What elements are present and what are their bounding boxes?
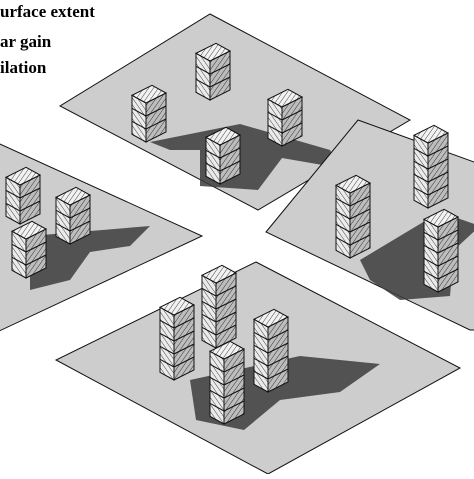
block-north-left-roof xyxy=(130,84,168,104)
block-east-left xyxy=(334,174,372,259)
west-plate-shadow xyxy=(30,226,150,290)
block-east-front-floor-line xyxy=(423,255,459,267)
block-east-left-floor-line xyxy=(335,195,371,207)
block-south-right-roof xyxy=(252,308,290,328)
block-east-top-floor-line xyxy=(413,158,449,170)
block-north-left-floor-line xyxy=(131,105,167,117)
block-west-back-floor-line xyxy=(5,200,41,212)
legend-line-surface-extent: urface extent xyxy=(0,2,95,21)
block-east-top-floor-line xyxy=(413,145,449,157)
block-south-front xyxy=(208,340,246,425)
block-east-front-roof xyxy=(422,208,460,228)
block-south-top-roof xyxy=(200,264,238,284)
block-south-right-floor-line xyxy=(253,342,289,354)
block-east-left-right-face xyxy=(349,182,371,259)
block-south-front-floor-line xyxy=(209,400,245,412)
block-east-left-floor-line xyxy=(335,234,371,246)
block-north-front xyxy=(204,126,242,185)
block-south-right-left-face xyxy=(253,318,269,393)
block-east-top-left-face xyxy=(413,134,429,209)
block-east-top-floor-line xyxy=(413,171,449,183)
block-south-right-floor-line xyxy=(253,368,289,380)
block-south-left-left-face xyxy=(159,306,175,381)
block-north-left-floor-line xyxy=(131,118,167,130)
block-west-right-floor-line xyxy=(55,220,91,232)
block-south-top-floor-line xyxy=(201,298,237,310)
block-south-left-floor-line xyxy=(159,343,195,355)
block-east-front-floor-line xyxy=(423,242,459,254)
block-north-top-floor-line xyxy=(195,76,231,88)
block-west-front-roof xyxy=(10,220,48,240)
block-south-left-floor-line xyxy=(159,317,195,329)
block-south-front-roof xyxy=(208,340,246,360)
block-north-left xyxy=(130,84,168,143)
block-east-front-floor-line xyxy=(423,268,459,280)
block-west-back xyxy=(4,166,42,225)
east-plate xyxy=(265,119,474,331)
block-south-top-right-face xyxy=(215,272,237,349)
block-east-top-right-face xyxy=(427,132,449,209)
block-south-right-floor-line xyxy=(253,355,289,367)
block-east-left-left-face xyxy=(335,184,351,259)
block-west-front-floor-line xyxy=(11,254,47,266)
block-south-top-floor-line xyxy=(201,311,237,323)
block-south-right-right-face xyxy=(267,316,289,393)
block-east-top-floor-line xyxy=(413,184,449,196)
west-plate xyxy=(0,143,204,332)
north-plate xyxy=(58,13,412,211)
block-south-front-left-face xyxy=(209,350,225,425)
block-north-top-floor-line xyxy=(195,63,231,75)
south-plate xyxy=(54,261,462,475)
block-east-front-left-face xyxy=(423,218,439,293)
block-east-left-floor-line xyxy=(335,208,371,220)
block-west-back-roof xyxy=(4,166,42,186)
block-north-right xyxy=(266,88,304,147)
block-east-left-roof xyxy=(334,174,372,194)
block-east-front-floor-line xyxy=(423,229,459,241)
block-north-front-floor-line xyxy=(205,147,241,159)
block-south-top-left-face xyxy=(201,274,217,349)
block-north-top xyxy=(194,42,232,101)
block-east-front-right-face xyxy=(437,216,459,293)
block-south-top-floor-line xyxy=(201,285,237,297)
block-south-right-floor-line xyxy=(253,329,289,341)
block-south-right xyxy=(252,308,290,393)
block-south-front-right-face xyxy=(223,348,245,425)
block-south-left-floor-line xyxy=(159,356,195,368)
block-west-right xyxy=(54,186,92,245)
block-south-front-floor-line xyxy=(209,361,245,373)
block-north-right-roof xyxy=(266,88,304,108)
block-south-top xyxy=(200,264,238,349)
block-north-right-floor-line xyxy=(267,109,303,121)
block-west-front xyxy=(10,220,48,279)
block-west-front-floor-line xyxy=(11,241,47,253)
block-south-left-right-face xyxy=(173,304,195,381)
legend-line-solar-gain: ar gain xyxy=(0,32,52,51)
block-north-front-roof xyxy=(204,126,242,146)
block-east-front xyxy=(422,208,460,293)
block-south-top-floor-line xyxy=(201,324,237,336)
legend-line-ventilation: ilation xyxy=(0,58,47,77)
block-south-left-roof xyxy=(158,296,196,316)
block-south-left-floor-line xyxy=(159,330,195,342)
block-east-top-roof xyxy=(412,124,450,144)
block-south-front-floor-line xyxy=(209,387,245,399)
block-west-back-floor-line xyxy=(5,187,41,199)
block-east-top xyxy=(412,124,450,209)
block-north-top-roof xyxy=(194,42,232,62)
block-south-front-floor-line xyxy=(209,374,245,386)
block-west-right-roof xyxy=(54,186,92,206)
block-south-left xyxy=(158,296,196,381)
block-north-right-floor-line xyxy=(267,122,303,134)
block-north-front-floor-line xyxy=(205,160,241,172)
block-east-left-floor-line xyxy=(335,221,371,233)
block-west-right-floor-line xyxy=(55,207,91,219)
